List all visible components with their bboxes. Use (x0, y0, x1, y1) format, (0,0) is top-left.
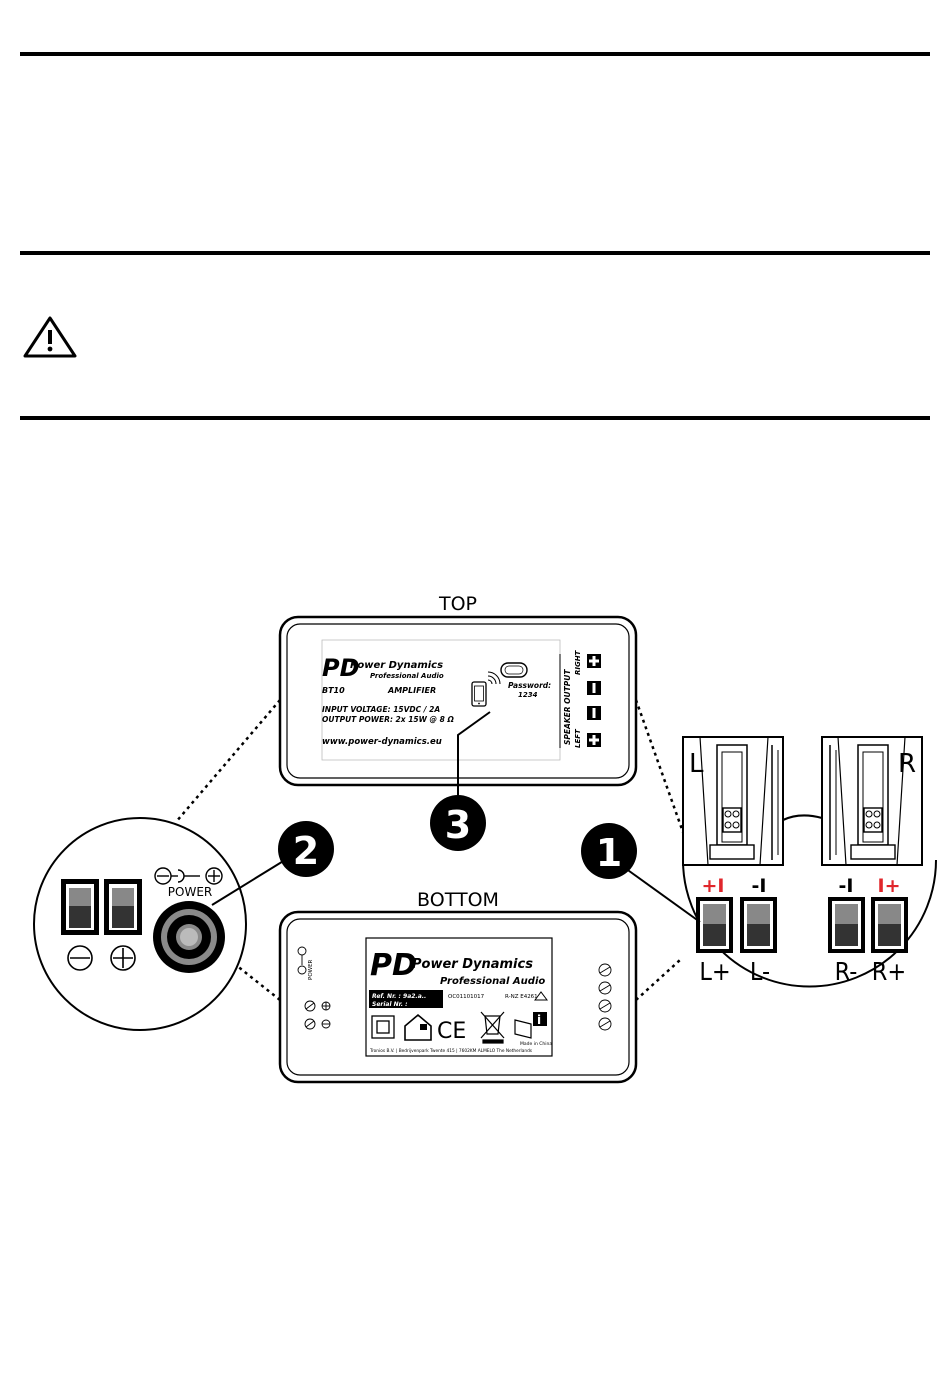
top-website: www.power-dynamics.eu (322, 737, 442, 747)
bottom-power-label: POWER (308, 959, 314, 980)
rcm-mark-icon (534, 991, 548, 1001)
terminal-left-minus (740, 897, 777, 953)
callout-1-leader (624, 867, 701, 923)
pd-logo-icon: PD (322, 654, 360, 682)
top-input-voltage: INPUT VOLTAGE: 15VDC / 2A (322, 705, 440, 714)
wireless-signal-icon (487, 671, 501, 685)
svg-text:1: 1 (596, 831, 622, 875)
mark-right-minus: -I (839, 875, 854, 897)
weee-bin-icon (480, 1011, 505, 1044)
terminal-label-l-plus: L+ (699, 957, 730, 986)
speaker-cable (782, 814, 823, 822)
top-brand: Power Dynamics (350, 660, 443, 671)
bottom-label: BOTTOM (417, 889, 499, 911)
top-terminal-minus-right (587, 681, 601, 695)
address-line: Tronios B.V. | Bedrijvenpark Twente 415 … (369, 1048, 533, 1054)
top-label: TOP (438, 593, 477, 615)
rule-top (20, 52, 930, 56)
phone-icon (471, 681, 487, 707)
made-in-label: Made in China (520, 1041, 552, 1047)
speaker-right-icon (821, 736, 923, 866)
top-terminal-minus-left (587, 706, 601, 720)
speaker-left-icon (682, 736, 784, 866)
screw-icons-left (304, 1000, 331, 1030)
mark-left-plus: +I (702, 875, 725, 897)
bottom-brand-sub: Professional Audio (440, 976, 545, 987)
top-panel: PD Power Dynamics Professional Audio BT1… (278, 615, 638, 800)
terminal-left-plus (696, 897, 733, 953)
svg-text:PD: PD (322, 654, 360, 682)
power-jack-icon (153, 901, 225, 973)
serial-number: Serial Nr. : (372, 1001, 408, 1008)
terminal-label-r-minus: R- (835, 957, 858, 986)
button-icon (500, 662, 528, 678)
top-brand-sub: Professional Audio (370, 672, 444, 680)
terminal-right-minus (828, 897, 865, 953)
polarity-symbol-icon (154, 867, 223, 885)
svg-text:i: i (537, 1013, 541, 1027)
screw-icons-right (598, 963, 612, 1031)
top-terminal-plus-left (587, 733, 601, 747)
top-output-power: OUTPUT POWER: 2x 15W @ 8 Ω (322, 715, 454, 724)
rule-bottom (20, 416, 930, 420)
warning-icon (23, 316, 77, 358)
minus-icon (67, 945, 93, 971)
power-jack-marking (297, 946, 307, 975)
ce-mark: CE (437, 1019, 466, 1044)
rnz-code: R-NZ E4261 (505, 994, 538, 1000)
speaker-right-label: R (898, 749, 916, 779)
top-terminal-plus-right (587, 654, 601, 668)
terminal-right-plus (871, 897, 908, 953)
ref-number: Ref. Nr. : 9a2.a.. (372, 993, 426, 1000)
top-type: AMPLIFIER (387, 686, 436, 695)
speaker-left-label: L (689, 749, 704, 779)
callout-2: 2 (278, 821, 334, 877)
top-model: BT10 (322, 686, 345, 695)
mark-right-plus: I+ (878, 875, 901, 897)
plus-icon (110, 945, 136, 971)
indoor-use-icon (404, 1013, 432, 1041)
dotted-leaders (175, 699, 702, 1001)
manual-info-icon: i (514, 1012, 547, 1039)
password-value: 1234 (518, 691, 538, 699)
cert-code: OC01101017 (448, 994, 485, 1000)
bottom-panel: PD Power Dynamics Professional Audio Ref… (278, 910, 638, 1084)
detail-left-circle: POWER (33, 817, 286, 1031)
mark-left-minus: -I (752, 875, 767, 897)
callout-1: 1 (581, 823, 637, 879)
password-label: Password: (508, 681, 551, 690)
callout-3: 3 (430, 795, 486, 851)
pd-logo-icon-bottom: PD (370, 948, 417, 983)
power-terminal-plus (104, 879, 142, 935)
left-label: LEFT (574, 728, 582, 748)
power-label: POWER (168, 885, 212, 899)
svg-text:3: 3 (445, 803, 471, 847)
speaker-output-label: SPEAKER OUTPUT (563, 669, 572, 745)
right-label: RIGHT (574, 649, 582, 675)
bottom-brand: Power Dynamics (412, 957, 533, 972)
class-ii-icon (371, 1015, 395, 1039)
terminal-label-r-plus: R+ (872, 957, 906, 986)
terminal-label-l-minus: L- (750, 957, 770, 986)
power-terminal-minus (61, 879, 99, 935)
svg-text:2: 2 (293, 829, 319, 873)
rule-middle (20, 251, 930, 255)
